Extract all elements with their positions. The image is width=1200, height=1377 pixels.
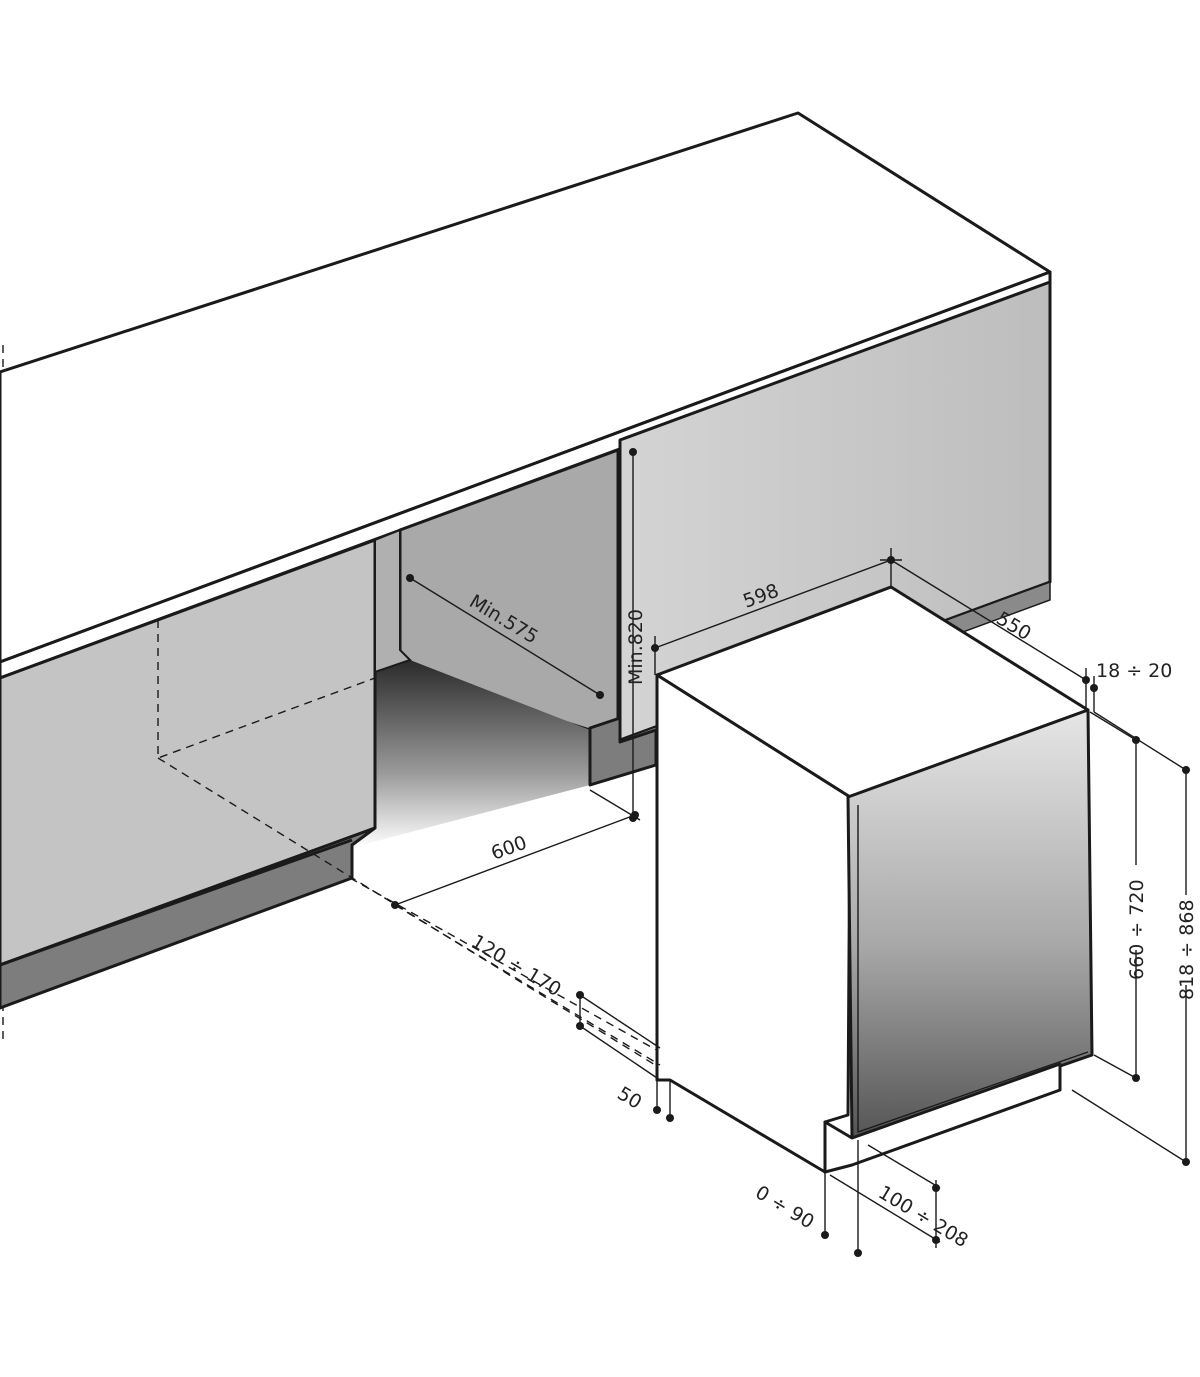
label-panel-thickness: 18 ÷ 20 bbox=[1096, 660, 1172, 682]
label-foot-adjust: 0 ÷ 90 bbox=[751, 1181, 817, 1233]
label-plinth-gap: 120 ÷ 170 bbox=[467, 930, 565, 1001]
label-appliance-height: 818 ÷ 868 bbox=[1176, 899, 1198, 1000]
left-plinth-line bbox=[0, 838, 353, 967]
left-cabinet-plinth bbox=[0, 826, 377, 1010]
label-panel-height: 660 ÷ 720 bbox=[1126, 879, 1148, 980]
dishwasher bbox=[655, 585, 1094, 1174]
door-panel-frame bbox=[857, 805, 1089, 1133]
hidden-cabinet-outline bbox=[157, 620, 376, 760]
label-plinth-height: 50 bbox=[613, 1082, 645, 1113]
appliance-plinth bbox=[823, 1062, 1062, 1174]
label-niche-height: Min.820 bbox=[625, 609, 647, 685]
hidden-niche-line bbox=[349, 877, 661, 1053]
left-cabinet-side bbox=[374, 528, 412, 674]
label-niche-width: 600 bbox=[488, 832, 530, 865]
dimension-lines bbox=[391, 448, 1190, 1257]
kitchen-units bbox=[0, 111, 1052, 1069]
label-plinth-setback: 100 ÷ 208 bbox=[874, 1181, 972, 1252]
door-panel bbox=[846, 708, 1094, 1140]
niche-floor bbox=[350, 660, 590, 848]
